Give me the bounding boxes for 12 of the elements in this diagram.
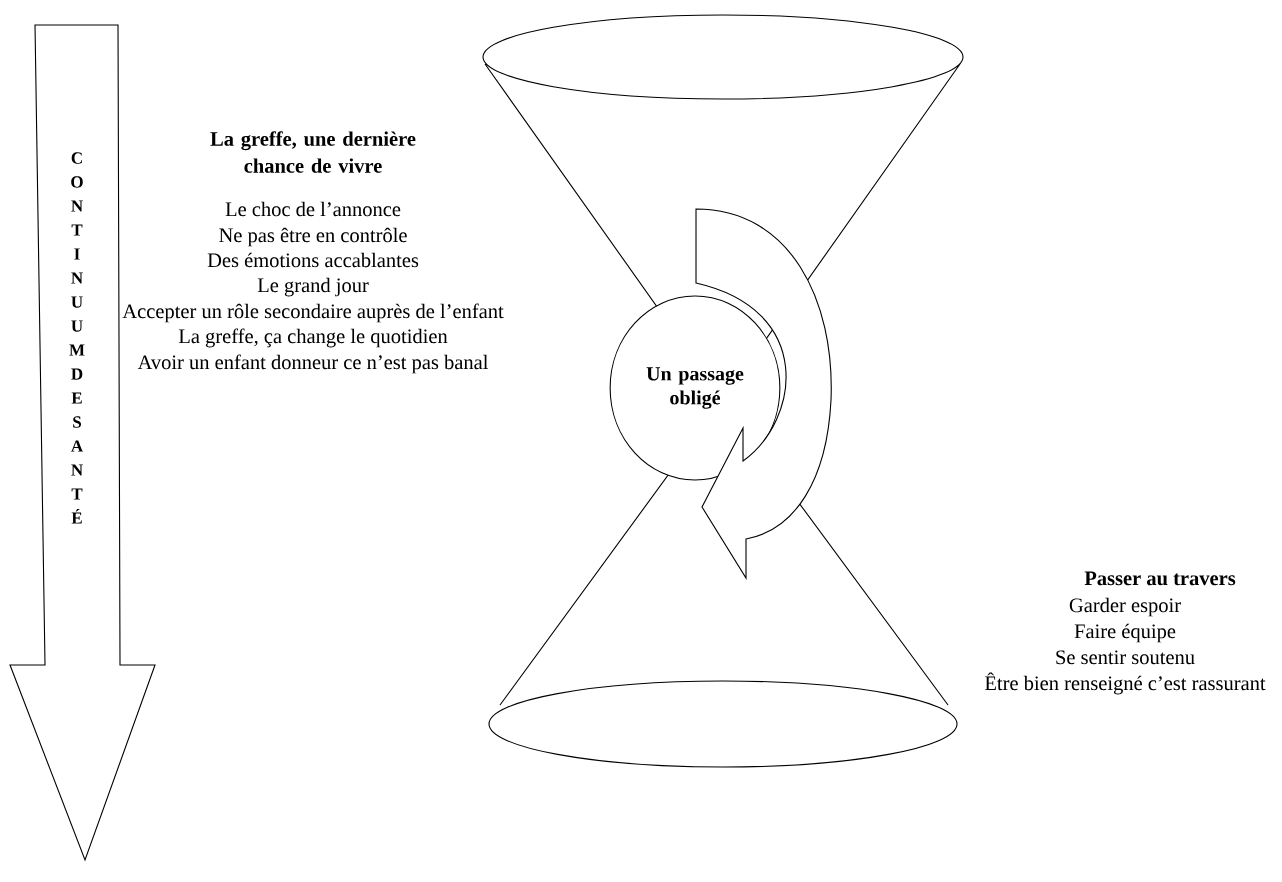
list-item: Faire équipe [1074, 623, 1176, 643]
list-item: Le choc de l’annonce [225, 201, 401, 217]
list-item: Garder espoir [1069, 597, 1181, 617]
ellipse-node: Un passage obligé [609, 295, 781, 481]
heading: Passer au travers [1084, 571, 1236, 586]
heading: La greffe, une dernière chance de vivre [210, 131, 416, 173]
list-item: La greffe, ça change le quotidien [178, 328, 448, 348]
list-item: Se sentir soutenu [1056, 650, 1195, 665]
list-item: Des émotions accablantes [207, 252, 419, 268]
list-item: Ne pas être en contrôle [219, 227, 407, 247]
list-item: Être bien renseigné c’est rassurant [985, 672, 1266, 695]
list-item: Le grand jour [257, 277, 369, 297]
